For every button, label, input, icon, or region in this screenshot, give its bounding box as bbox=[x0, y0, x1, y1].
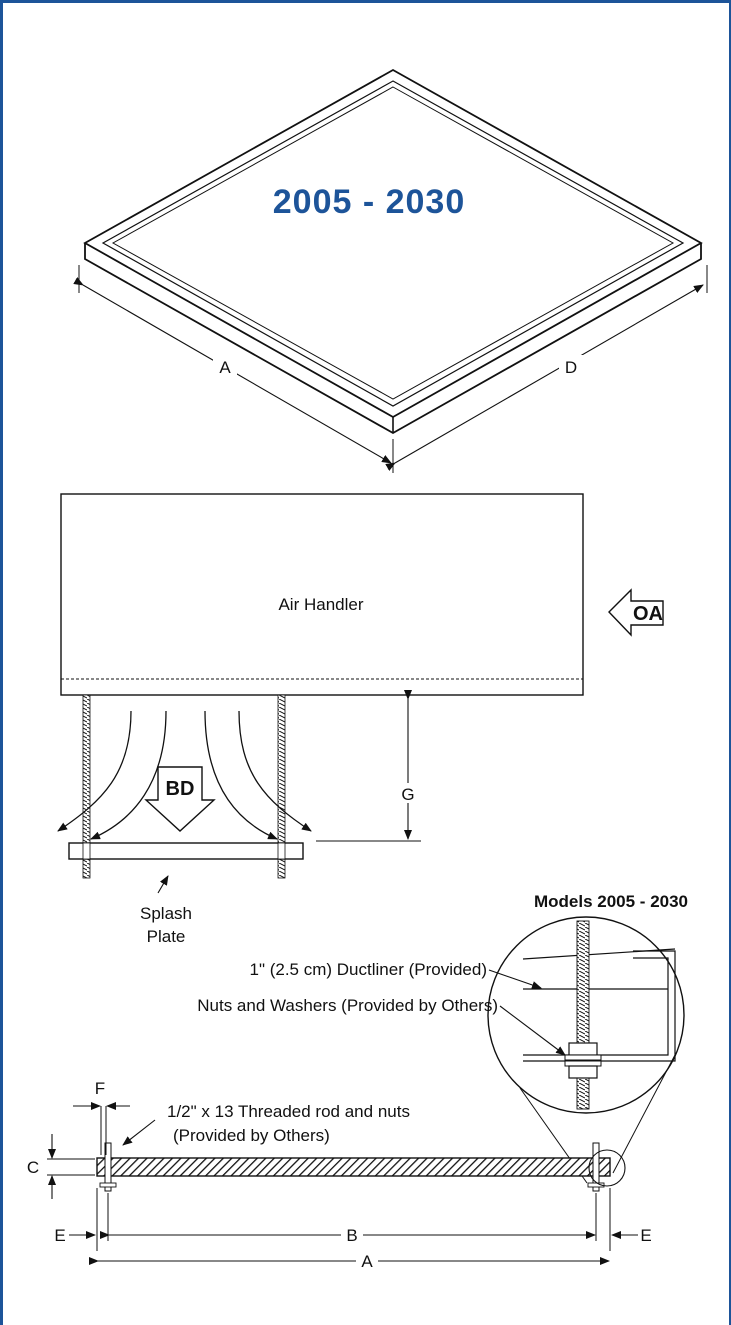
air-handler-label: Air Handler bbox=[278, 595, 363, 614]
section-rods bbox=[99, 1142, 626, 1192]
models-label: Models 2005 - 2030 bbox=[534, 892, 688, 911]
blow-down-label: BD bbox=[166, 778, 195, 800]
splash-plate bbox=[68, 842, 304, 860]
panel-inner-rim bbox=[101, 80, 685, 407]
blow-down-arrow: BD bbox=[144, 766, 216, 832]
panel-side bbox=[84, 243, 702, 435]
splash-plate-label-line1: Splash bbox=[140, 904, 192, 923]
dim-c-label: C bbox=[27, 1158, 39, 1177]
air-handler-box bbox=[60, 493, 584, 696]
detail-magnifier bbox=[487, 916, 685, 1184]
rod-label-line2: (Provided by Others) bbox=[173, 1126, 330, 1145]
model-range-title: 2005 - 2030 bbox=[273, 183, 466, 221]
ductliner-label: 1" (2.5 cm) Ductliner (Provided) bbox=[250, 960, 488, 979]
isometric-panel bbox=[73, 68, 708, 473]
dim-f bbox=[73, 1102, 130, 1155]
dim-a-top-label: A bbox=[219, 358, 231, 377]
dim-a-bottom-label: A bbox=[361, 1252, 373, 1271]
ductliner-section bbox=[96, 1157, 611, 1177]
dim-g-label: G bbox=[401, 785, 414, 804]
nuts-washers-label: Nuts and Washers (Provided by Others) bbox=[197, 996, 498, 1015]
panel-outer-rim bbox=[83, 68, 703, 419]
airflow-arrows bbox=[57, 710, 312, 840]
outside-air-label: OA bbox=[633, 603, 663, 625]
threaded-rod-left bbox=[82, 694, 91, 879]
panel-inner-edge bbox=[111, 86, 675, 400]
threaded-rod-right bbox=[277, 694, 286, 879]
rod-label-line1: 1/2" x 13 Threaded rod and nuts bbox=[167, 1102, 410, 1121]
diagram-canvas: A D 2005 - 2030 Air Handler OA BD G Spla… bbox=[27, 68, 708, 1271]
dim-d-top-label: D bbox=[565, 358, 577, 377]
outside-air-arrow: OA bbox=[608, 588, 664, 637]
dim-e-left-label: E bbox=[54, 1226, 65, 1245]
splash-plate-label-line2: Plate bbox=[147, 927, 186, 946]
dim-f-label: F bbox=[95, 1079, 105, 1098]
dim-c bbox=[47, 1134, 95, 1199]
dim-e-right-label: E bbox=[640, 1226, 651, 1245]
dim-g bbox=[316, 690, 421, 842]
dim-b-label: B bbox=[346, 1226, 357, 1245]
